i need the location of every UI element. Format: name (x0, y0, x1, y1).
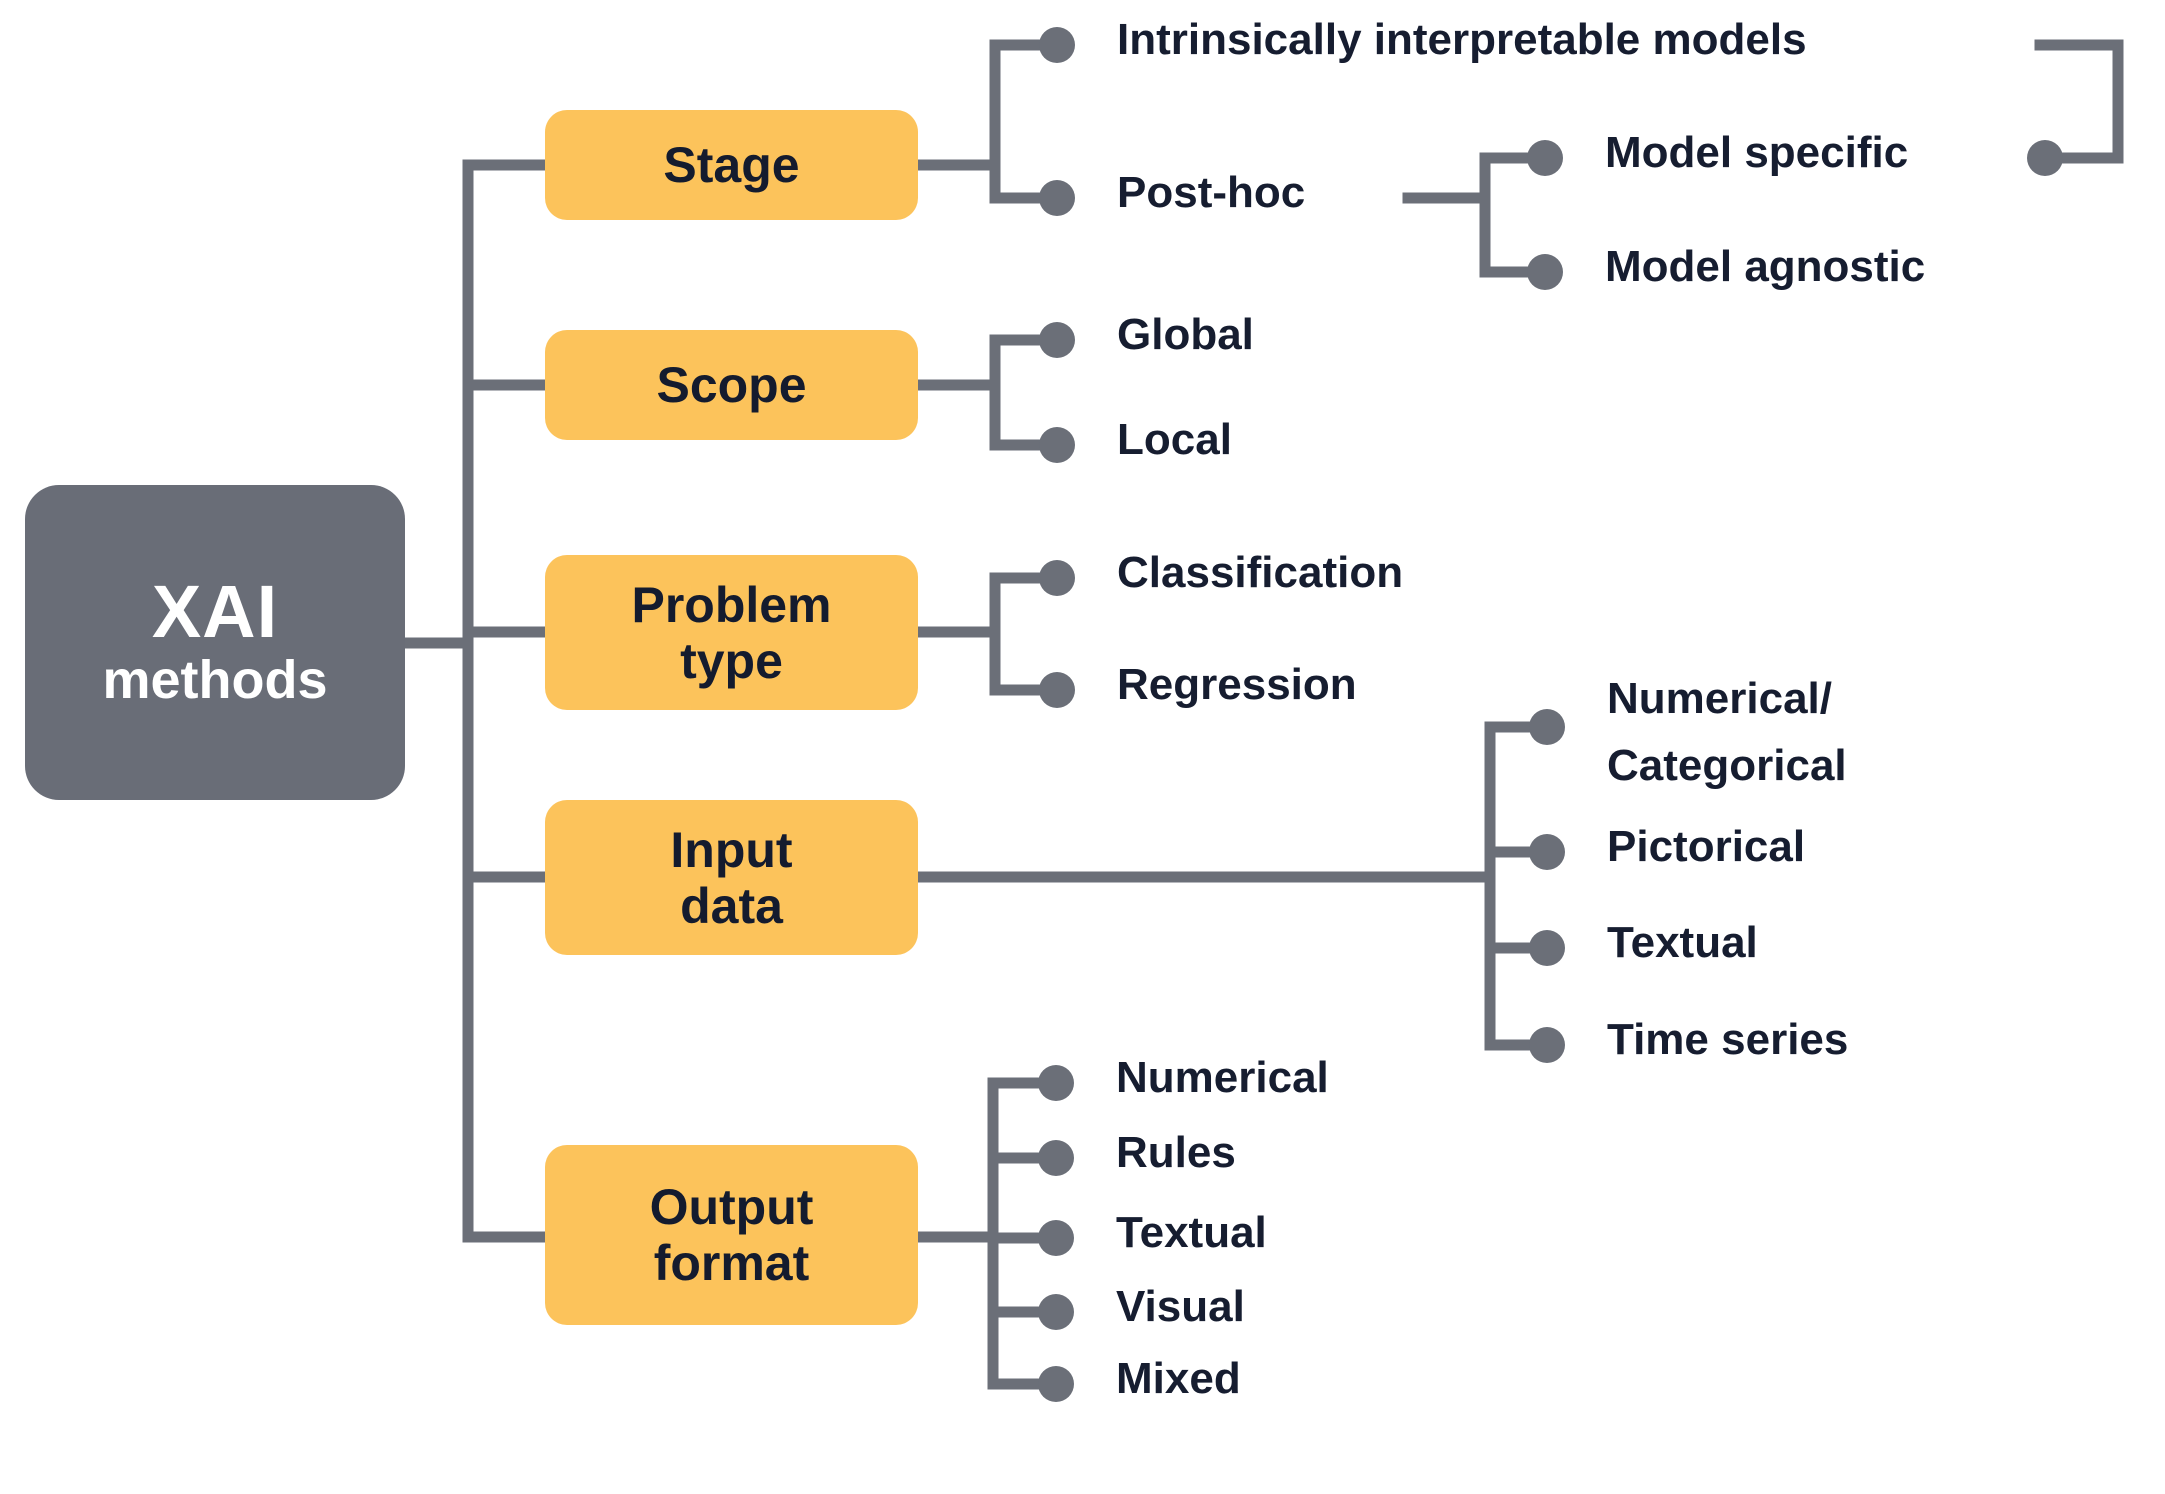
category-label-problem-type-line2: type (680, 632, 783, 689)
leaf-pictorical[interactable]: Pictorical (1607, 822, 1806, 871)
leaf-global[interactable]: Global (1117, 310, 1254, 359)
category-label-output-format-line2: format (653, 1235, 810, 1291)
root-node-xai-methods[interactable]: XAI methods (25, 485, 405, 800)
category-node-scope[interactable]: Scope (545, 330, 918, 440)
category-label-output-format-line1: Output (649, 1179, 814, 1235)
leaf-classification[interactable]: Classification (1117, 548, 1404, 597)
leaf-numerical-categorical-line1[interactable]: Numerical/ (1607, 674, 1832, 723)
leaf-mixed[interactable]: Mixed (1116, 1354, 1241, 1403)
category-node-input-data[interactable]: Input data (545, 800, 918, 955)
leaf-local[interactable]: Local (1117, 415, 1232, 464)
category-label-scope: Scope (656, 357, 807, 413)
category-node-output-format[interactable]: Output format (545, 1145, 918, 1325)
leaf-textual-input[interactable]: Textual (1607, 918, 1758, 967)
leaf-regression[interactable]: Regression (1117, 660, 1357, 709)
category-label-stage: Stage (663, 137, 800, 193)
leaf-rules[interactable]: Rules (1116, 1128, 1236, 1177)
leaf-visual[interactable]: Visual (1116, 1282, 1245, 1331)
category-label-input-data-line1: Input (670, 821, 793, 878)
root-title: XAI (151, 570, 279, 654)
category-node-problem-type[interactable]: Problem type (545, 555, 918, 710)
category-label-problem-type-line1: Problem (631, 576, 832, 633)
leaf-post-hoc[interactable]: Post-hoc (1117, 168, 1306, 217)
leaf-model-specific[interactable]: Model specific (1605, 128, 1909, 177)
root-subtitle: methods (102, 650, 328, 711)
leaf-numerical-output[interactable]: Numerical (1116, 1053, 1329, 1102)
category-label-input-data-line2: data (680, 877, 783, 934)
category-node-stage[interactable]: Stage (545, 110, 918, 220)
leaf-time-series[interactable]: Time series (1607, 1015, 1849, 1064)
leaf-numerical-categorical-line2[interactable]: Categorical (1607, 741, 1847, 790)
leaf-model-agnostic[interactable]: Model agnostic (1605, 242, 1926, 291)
leaf-intrinsically-interpretable-models[interactable]: Intrinsically interpretable models (1117, 15, 1807, 64)
leaf-textual-output[interactable]: Textual (1116, 1208, 1267, 1257)
